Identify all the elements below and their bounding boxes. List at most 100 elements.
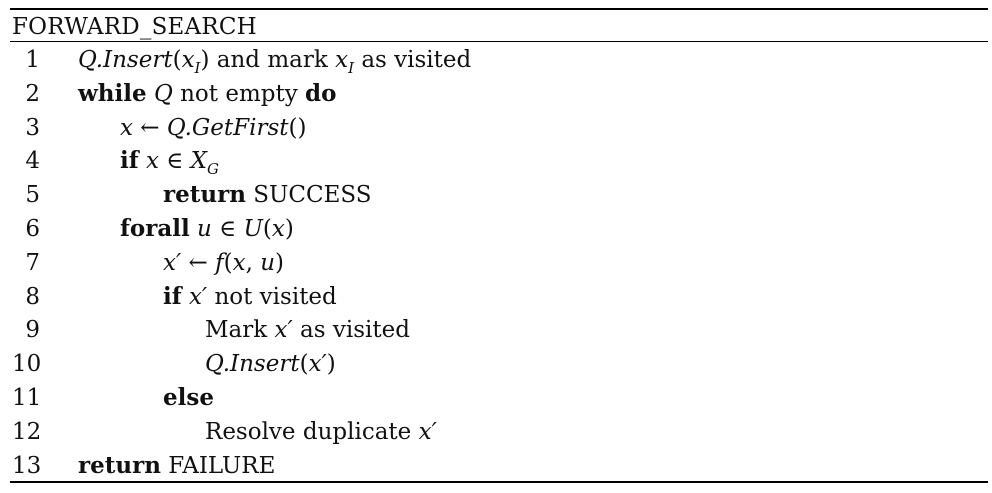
- line-code: x′ ← f(x, u): [163, 247, 284, 279]
- line-code: else: [163, 382, 214, 414]
- line-number: 10: [12, 351, 42, 378]
- keyword: while: [78, 79, 147, 107]
- line-number: 6: [25, 216, 40, 242]
- code-text: (: [223, 249, 233, 276]
- code-text: ,: [245, 249, 261, 276]
- algorithm-line: 11 else: [0, 382, 980, 414]
- algorithm-line: 2 while Q not empty do: [0, 78, 980, 110]
- math-symbol: f: [215, 249, 224, 276]
- line-number: 13: [12, 452, 42, 479]
- math-symbol: u: [260, 249, 276, 276]
- code-text: ): [275, 249, 285, 276]
- algorithm-line: 13 return FAILURE: [0, 450, 980, 482]
- algorithm-line: 5 return SUCCESS: [0, 179, 980, 211]
- math-symbol: x′: [274, 317, 293, 344]
- math-subscript: I: [348, 59, 355, 77]
- algorithm-line: 7 x′ ← f(x, u): [0, 247, 980, 279]
- keyword: if: [163, 282, 182, 310]
- code-text: ) and mark: [200, 47, 336, 73]
- math-subscript: I: [194, 59, 201, 77]
- code-text: ←: [132, 114, 167, 141]
- math-symbol: Q.Insert: [205, 351, 300, 378]
- math-symbol: Q.GetFirst: [166, 114, 289, 141]
- bottom-rule: [10, 481, 988, 483]
- algorithm-line: 9 Mark x′ as visited: [0, 314, 980, 346]
- algorithm-title: FORWARD_SEARCH: [12, 14, 257, 40]
- algorithm-line: 10 Q.Insert(x′): [0, 348, 980, 380]
- algorithm-line: 3 x ← Q.GetFirst(): [0, 112, 980, 144]
- line-number: 4: [25, 148, 40, 175]
- code-text: ←: [181, 249, 216, 276]
- math-symbol: x: [120, 114, 133, 141]
- line-number: 9: [25, 317, 40, 344]
- line-number: 11: [12, 385, 42, 411]
- line-code: x ← Q.GetFirst(): [120, 112, 306, 144]
- math-symbol: u: [197, 216, 212, 242]
- code-text: ): [284, 216, 294, 242]
- algorithm-line: 6 forall u ∈ U(x): [0, 213, 980, 245]
- math-symbol: x: [335, 47, 349, 73]
- math-symbol: x: [271, 216, 285, 242]
- line-number: 3: [25, 114, 40, 141]
- math-symbol: x′: [418, 418, 437, 445]
- code-text: (: [262, 216, 272, 242]
- code-text: (: [172, 47, 182, 73]
- keyword: return: [163, 181, 246, 209]
- line-code: Mark x′ as visited: [205, 314, 410, 346]
- math-symbol: Q: [153, 80, 173, 107]
- line-number: 5: [25, 182, 40, 209]
- top-rule: [10, 8, 988, 10]
- math-symbol: x: [181, 47, 195, 73]
- line-code: if x ∈ XG: [120, 145, 219, 179]
- line-code: Q.Insert(xI) and mark xI as visited: [78, 44, 471, 78]
- math-symbol: x′: [188, 283, 208, 310]
- code-text: as visited: [292, 317, 410, 344]
- math-symbol: U: [243, 216, 263, 242]
- code-text: [147, 81, 154, 107]
- code-text: [139, 148, 146, 174]
- code-text: Mark: [205, 317, 275, 344]
- code-text: ): [326, 351, 336, 378]
- math-symbol: Q.Insert: [78, 47, 173, 73]
- code-text: SUCCESS: [245, 182, 372, 209]
- code-text: FAILURE: [160, 452, 276, 479]
- line-code: return SUCCESS: [163, 179, 371, 211]
- code-text: [190, 216, 197, 242]
- math-symbol: x′: [308, 351, 327, 378]
- code-text: (: [299, 351, 309, 378]
- code-text: [182, 284, 189, 310]
- line-code: Q.Insert(x′): [205, 348, 336, 380]
- algorithm-line: 4 if x ∈ XG: [0, 145, 980, 179]
- line-code: Resolve duplicate x′: [205, 416, 437, 448]
- code-text: not visited: [207, 283, 337, 310]
- line-code: if x′ not visited: [163, 281, 337, 313]
- line-number: 8: [25, 283, 40, 310]
- line-code: return FAILURE: [78, 450, 275, 482]
- header-rule: [10, 41, 988, 42]
- algorithm-line: 12 Resolve duplicate x′: [0, 416, 980, 448]
- math-symbol: x: [232, 249, 246, 276]
- keyword: return: [78, 451, 161, 479]
- algorithm-line: 8 if x′ not visited: [0, 281, 980, 313]
- line-code: forall u ∈ U(x): [120, 213, 294, 245]
- code-text: ∈: [158, 148, 191, 175]
- line-number: 2: [25, 80, 40, 107]
- line-number: 7: [25, 249, 40, 276]
- code-text: as visited: [354, 47, 472, 73]
- line-code: while Q not empty do: [78, 78, 336, 110]
- math-subscript: G: [206, 160, 219, 179]
- math-symbol: X: [190, 148, 207, 175]
- keyword: do: [305, 79, 337, 107]
- code-text: ∈: [211, 216, 244, 242]
- code-text: Resolve duplicate: [205, 418, 419, 445]
- line-number: 1: [25, 47, 40, 73]
- line-number: 12: [12, 418, 42, 445]
- code-text: (): [288, 114, 307, 141]
- keyword: else: [163, 384, 214, 411]
- math-symbol: x′: [163, 249, 182, 276]
- keyword: if: [120, 147, 139, 175]
- code-text: not empty: [172, 80, 306, 107]
- keyword: forall: [120, 215, 190, 242]
